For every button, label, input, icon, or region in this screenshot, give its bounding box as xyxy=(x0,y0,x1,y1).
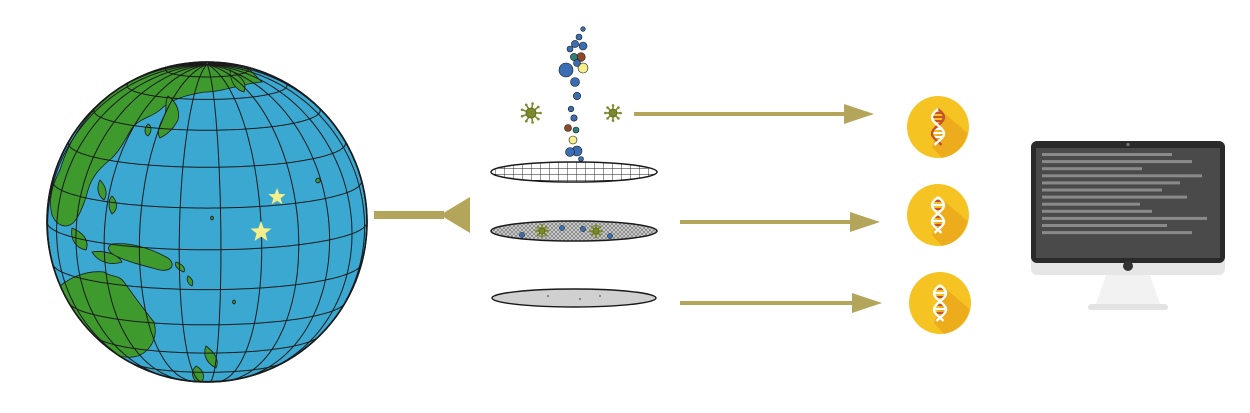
screen-line xyxy=(1042,224,1167,227)
particle xyxy=(566,45,574,53)
particle xyxy=(580,26,586,32)
sampling-sites xyxy=(250,188,286,241)
screen-line xyxy=(1042,195,1187,199)
particle xyxy=(570,114,578,122)
filter-plankton xyxy=(589,224,603,238)
screen-line xyxy=(1042,188,1162,192)
particle xyxy=(564,124,572,132)
particle xyxy=(573,59,581,67)
filter-particle xyxy=(607,233,613,239)
particle xyxy=(578,41,588,51)
dna-badges xyxy=(907,96,971,334)
particle xyxy=(572,126,580,134)
particle xyxy=(558,62,574,78)
particle xyxy=(567,105,575,113)
sampling-site-star xyxy=(250,221,272,241)
globe-icon xyxy=(46,61,368,383)
screen-line xyxy=(1042,209,1152,213)
particle xyxy=(571,40,579,48)
arrow-fraction-2 xyxy=(680,212,880,232)
arrow-fraction-3 xyxy=(680,293,882,313)
dna-icon xyxy=(909,272,971,334)
screen-text-lines xyxy=(1042,153,1207,235)
screen-line xyxy=(1042,216,1207,220)
dna-icon xyxy=(907,96,969,158)
plankton-icon-small xyxy=(604,104,622,122)
particle-column xyxy=(558,26,589,162)
fine-mesh-filter-icon xyxy=(490,220,658,242)
screen-line xyxy=(1042,160,1192,164)
particle xyxy=(577,62,589,74)
plankton-icon xyxy=(520,102,542,124)
particle xyxy=(578,156,584,162)
screen-line xyxy=(1042,153,1172,156)
membrane-filter-icon xyxy=(491,288,657,308)
filter-particle xyxy=(519,232,525,238)
dna-icon xyxy=(907,184,969,246)
particle xyxy=(572,92,581,101)
particle xyxy=(565,147,575,157)
screen-line xyxy=(1042,202,1140,206)
filter-plankton xyxy=(535,224,549,238)
particle xyxy=(570,77,580,87)
mesh-filter-icon xyxy=(490,161,658,183)
computer-monitor-icon xyxy=(1031,141,1225,310)
screen-line xyxy=(1042,167,1142,171)
arrow-to-globe xyxy=(374,197,470,233)
filter-particle xyxy=(559,225,565,231)
screen-line xyxy=(1042,231,1192,235)
particle xyxy=(570,53,578,61)
sampling-site-star xyxy=(268,188,286,205)
screen-line xyxy=(1042,181,1180,185)
particle xyxy=(575,33,583,41)
arrow-fraction-1 xyxy=(634,104,874,124)
screen-line xyxy=(1042,174,1202,178)
filter-particle xyxy=(580,226,586,232)
particle xyxy=(568,135,578,145)
